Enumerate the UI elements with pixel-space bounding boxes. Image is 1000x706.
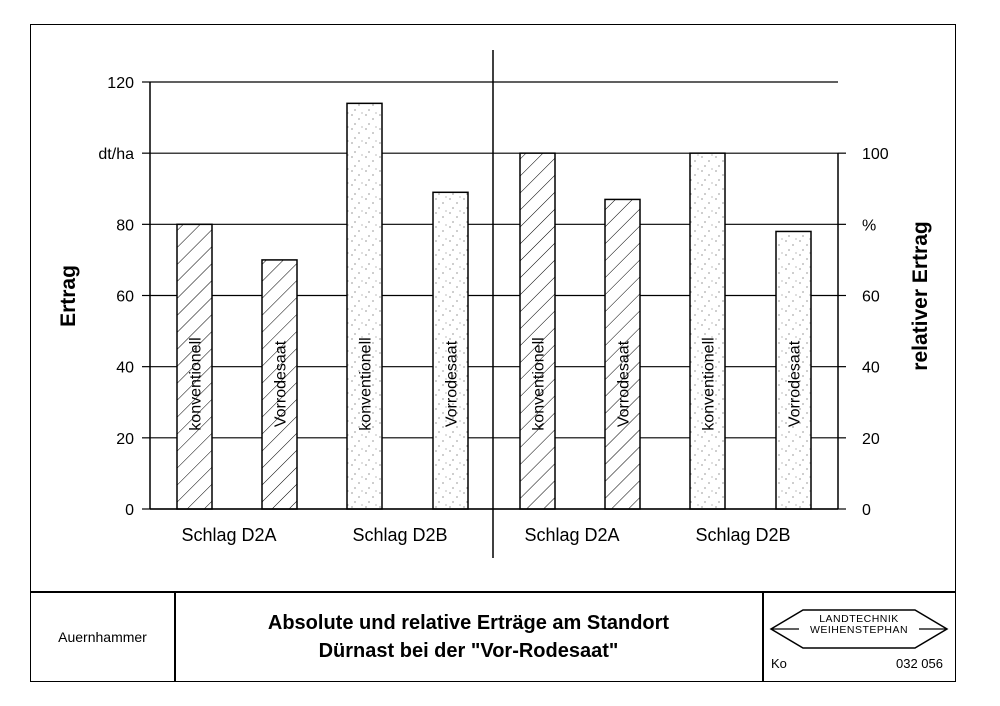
y-axis-title-right: relativer Ertrag bbox=[909, 221, 932, 370]
group-label: Schlag D2A bbox=[181, 525, 276, 545]
figure-title-line-1: Absolute und relative Erträge am Standor… bbox=[267, 611, 670, 634]
y-tick-label-left: 60 bbox=[116, 289, 134, 306]
figure-code: Ko bbox=[771, 656, 787, 671]
bar bbox=[176, 223, 213, 510]
logo-diamond-icon bbox=[769, 609, 949, 649]
bar-label: Vorrodesaat bbox=[787, 340, 804, 427]
y-tick-label-right: 0 bbox=[862, 502, 871, 519]
bar-label: konventionell bbox=[531, 337, 548, 430]
group-label: Schlag D2B bbox=[695, 525, 790, 545]
bar bbox=[346, 102, 383, 510]
institute-logo: LANDTECHNIK WEIHENSTEPHAN Ko 032 056 bbox=[763, 592, 955, 681]
footer-separator-left bbox=[174, 592, 176, 681]
y-tick-label-left: 120 bbox=[107, 75, 134, 92]
y-tick-label-right: 100 bbox=[862, 146, 889, 163]
footer-separator-right bbox=[762, 592, 764, 681]
figure-title-line-2: Dürnast bei der "Vor-Rodesaat" bbox=[318, 639, 619, 662]
bar-label: konventionell bbox=[188, 337, 205, 430]
author-name: Auernhammer bbox=[58, 628, 147, 645]
y-tick-label-left: dt/ha bbox=[98, 146, 134, 163]
y-tick-label-right: 40 bbox=[862, 360, 880, 377]
bar bbox=[775, 230, 812, 510]
y-axis-title-left: Ertrag bbox=[57, 265, 80, 327]
y-tick-label-left: 40 bbox=[116, 360, 134, 377]
y-tick-label-left: 20 bbox=[116, 431, 134, 448]
y-tick-label-left: 0 bbox=[125, 502, 134, 519]
figure-title: Absolute und relative Erträge am Standor… bbox=[175, 592, 762, 681]
bar-label: konventionell bbox=[358, 337, 375, 430]
bar bbox=[432, 191, 469, 510]
grid-lines bbox=[150, 81, 838, 510]
y-tick-label-right: 60 bbox=[862, 289, 880, 306]
figure-frame bbox=[30, 24, 956, 682]
logo-text: LANDTECHNIK WEIHENSTEPHAN bbox=[763, 614, 955, 636]
footer-divider bbox=[31, 591, 955, 593]
bar-label: Vorrodesaat bbox=[273, 340, 290, 427]
bars bbox=[176, 102, 812, 510]
bar-label: Vorrodesaat bbox=[444, 340, 461, 427]
logo-text-line-2: WEIHENSTEPHAN bbox=[809, 624, 909, 636]
y-tick-label-right: 20 bbox=[862, 431, 880, 448]
bar bbox=[689, 152, 726, 510]
y-tick-label-left: 80 bbox=[116, 217, 134, 234]
axes bbox=[142, 50, 846, 558]
logo-text-line-1: LANDTECHNIK bbox=[819, 613, 899, 625]
figure-number: 032 056 bbox=[896, 656, 943, 671]
bar-label: Vorrodesaat bbox=[616, 340, 633, 427]
group-label: Schlag D2B bbox=[352, 525, 447, 545]
bar-label: konventionell bbox=[701, 337, 718, 430]
group-label: Schlag D2A bbox=[524, 525, 619, 545]
y-tick-label-right: % bbox=[862, 217, 876, 234]
bar bbox=[519, 152, 556, 510]
